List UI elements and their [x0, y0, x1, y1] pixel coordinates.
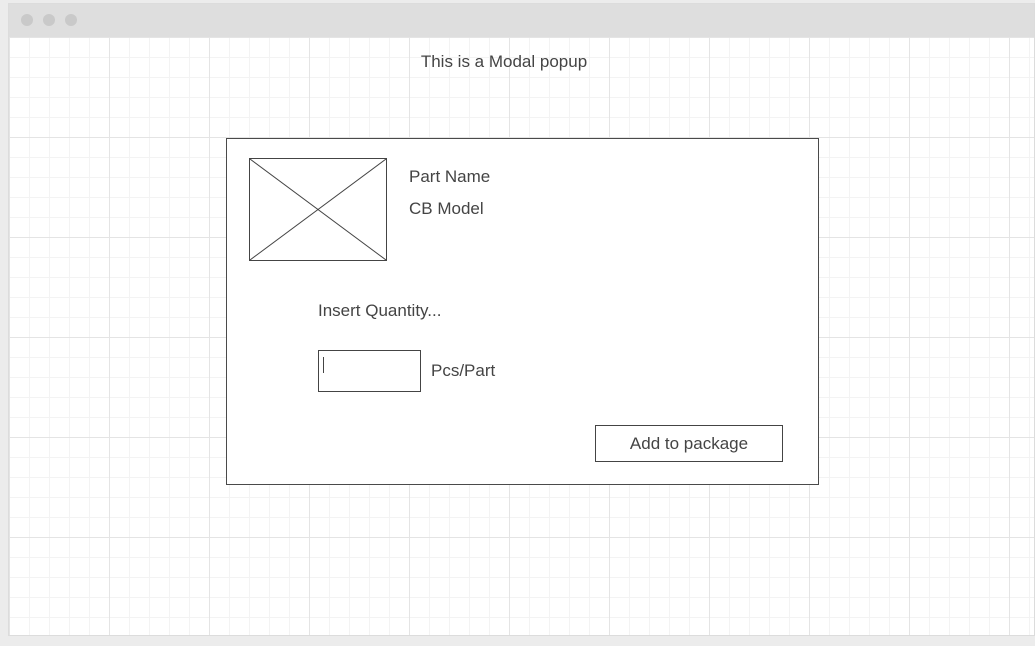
- image-placeholder-icon: [249, 158, 387, 261]
- browser-window: This is a Modal popup Part Name CB Model…: [8, 3, 1035, 636]
- unit-label: Pcs/Part: [431, 361, 496, 380]
- window-minimize-dot-icon[interactable]: [43, 14, 55, 26]
- window-maximize-dot-icon[interactable]: [65, 14, 77, 26]
- modal-dialog: Part Name CB Model Insert Quantity... Pc…: [226, 138, 819, 485]
- add-to-package-button[interactable]: Add to package: [595, 425, 783, 462]
- quantity-input[interactable]: [318, 350, 421, 392]
- cb-model-label: CB Model: [409, 199, 484, 218]
- text-cursor: [323, 357, 324, 373]
- part-name-label: Part Name: [409, 167, 491, 186]
- page-canvas: This is a Modal popup Part Name CB Model…: [9, 37, 1034, 635]
- quantity-label: Insert Quantity...: [318, 301, 442, 320]
- page-title: This is a Modal popup: [420, 52, 588, 71]
- window-close-dot-icon[interactable]: [21, 14, 33, 26]
- window-titlebar: [9, 4, 1034, 37]
